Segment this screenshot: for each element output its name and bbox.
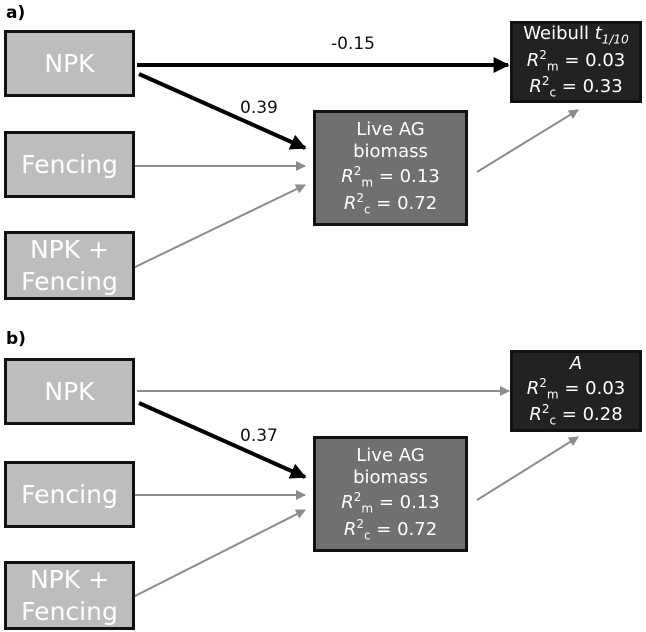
arrow-a-npkfencing-biomass	[132, 184, 306, 269]
response-r2c: R2c = 0.28	[529, 402, 623, 428]
npk-fencing-label-line2: Fencing	[21, 596, 118, 626]
coef-npk-biomass-b: 0.37	[240, 426, 278, 446]
live-ag-biomass-box-b: Live AG biomass R2m = 0.13 R2c = 0.72	[313, 436, 468, 552]
biomass-r2m: R2m = 0.13	[341, 163, 440, 190]
biomass-r2c: R2c = 0.72	[343, 190, 438, 217]
panel-label-a: a)	[6, 3, 26, 23]
arrow-b-biomass-response	[476, 436, 579, 501]
weibull-response-box: Weibull t1/10 R2m = 0.03 R2c = 0.33	[510, 21, 642, 103]
npk-label: NPK	[44, 48, 95, 78]
arrow-a-npk-biomass	[138, 72, 307, 150]
response-r2c: R2c = 0.33	[529, 74, 623, 100]
coef-npk-biomass-a: 0.39	[240, 98, 278, 118]
response-title: Weibull t1/10	[523, 23, 629, 47]
npk-box-a: NPK	[4, 30, 135, 97]
npk-fencing-label-line1: NPK +	[29, 235, 110, 265]
response-r2m: R2m = 0.03	[526, 47, 626, 74]
response-r2m: R2m = 0.03	[526, 375, 626, 402]
live-ag-biomass-box-a: Live AG biomass R2m = 0.13 R2c = 0.72	[313, 110, 468, 226]
biomass-r2m: R2m = 0.13	[341, 489, 440, 516]
biomass-title-line1: Live AG	[356, 118, 425, 140]
npk-fencing-box-a: NPK + Fencing	[4, 231, 135, 300]
biomass-title-line1: Live AG	[356, 444, 425, 466]
fencing-label: Fencing	[21, 149, 118, 179]
fencing-box-b: Fencing	[4, 461, 135, 528]
arrow-a-biomass-response	[476, 109, 579, 173]
coef-direct-a: -0.15	[331, 34, 375, 54]
arrow-b-npk-biomass	[138, 401, 307, 479]
npk-fencing-label-line1: NPK +	[29, 565, 110, 595]
fencing-label: Fencing	[21, 479, 118, 509]
arrow-b-npkfencing-biomass	[132, 509, 306, 598]
biomass-title-line2: biomass	[353, 467, 428, 489]
npk-fencing-box-b: NPK + Fencing	[4, 561, 135, 630]
npk-fencing-label-line2: Fencing	[21, 266, 118, 296]
fencing-box-a: Fencing	[4, 131, 135, 198]
npk-label: NPK	[44, 376, 95, 406]
biomass-title-line2: biomass	[353, 141, 428, 163]
npk-box-b: NPK	[4, 358, 135, 425]
biomass-r2c: R2c = 0.72	[343, 516, 438, 543]
a-response-box: A R2m = 0.03 R2c = 0.28	[510, 350, 642, 432]
response-title: A	[569, 353, 583, 375]
panel-label-b: b)	[6, 329, 26, 349]
